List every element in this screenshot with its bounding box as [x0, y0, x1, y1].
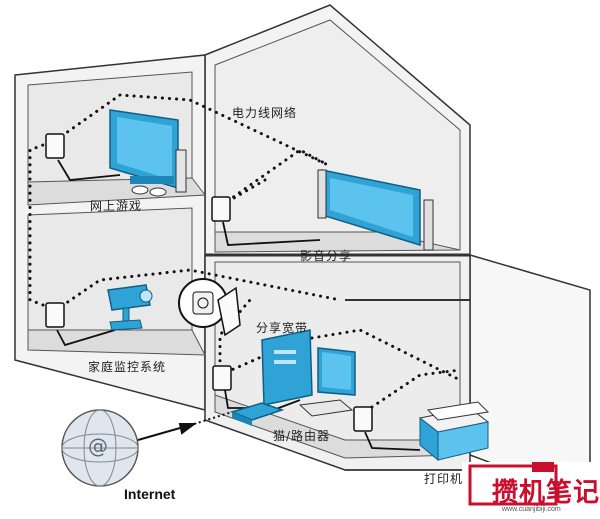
label-broadband-sharing: 分享宽带: [256, 321, 309, 335]
internet-link-arrow: [137, 411, 233, 441]
label-printer: 打印机: [424, 472, 464, 486]
watermark-title: 攒机笔记: [492, 478, 600, 508]
printer-icon: [418, 401, 490, 462]
socket-icon: [178, 278, 241, 337]
label-video-sharing: 影音分享: [300, 249, 353, 263]
pc-icon: [261, 329, 356, 417]
label-internet: Internet: [124, 486, 176, 502]
watermark-frame-icon: [462, 462, 600, 519]
watermark-url: www.cuanjibiji.com: [502, 506, 561, 513]
label-home-monitoring: 家庭监控系统: [88, 360, 167, 374]
router-icon: [229, 402, 285, 426]
label-online-gaming: 网上游戏: [90, 199, 143, 213]
label-powerline-network: 电力线网络: [232, 106, 298, 120]
powerline-adapter-icon: [45, 133, 373, 432]
svg-text:@: @: [88, 434, 108, 458]
powerline-dotted-paths: [28, 93, 462, 417]
floor-bottom-left: [27, 329, 206, 356]
camera-icon: [107, 284, 153, 331]
watermark-logo: 攒机笔记 www.cuanjibiji.com: [462, 462, 600, 519]
monitor-icon: [317, 169, 434, 251]
globe-icon: @: [61, 409, 139, 487]
tv-icon: [109, 109, 187, 197]
label-modem-router: 猫/路由器: [273, 429, 331, 443]
